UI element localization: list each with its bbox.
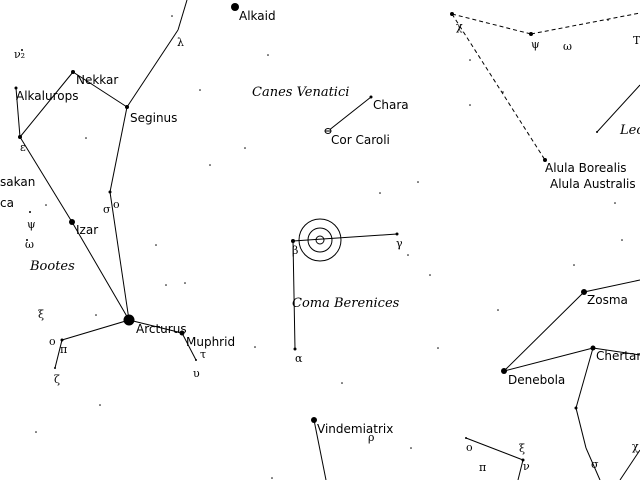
greek-omicron-boo-2: ο: [49, 335, 56, 348]
star-gamma-com: [395, 232, 399, 236]
label-alkaid: Alkaid: [239, 9, 276, 23]
label-nekkar: Nekkar: [76, 73, 118, 87]
ursa-major-lines: [451, 12, 640, 161]
greek-rho-vir: ρ: [368, 431, 374, 444]
star-omega-boo: [26, 239, 28, 241]
star-nu2-boo: [21, 49, 23, 51]
star-epsilon-boo: [18, 135, 22, 139]
star-chi-uma: [450, 12, 454, 16]
greek-lambda: λ: [177, 36, 184, 49]
greek-psi-boo: ψ: [27, 218, 36, 231]
star-leo-a: [574, 406, 578, 410]
label-arcturus: Arcturus: [136, 322, 187, 336]
greek-upsilon-boo: υ: [193, 367, 200, 380]
label-vindemiatrix: Vindemiatrix: [317, 422, 393, 436]
star-zosma: [581, 289, 587, 295]
star-muphrid: [179, 330, 185, 336]
faint-stars: [35, 15, 623, 479]
label-coma-berenices: Coma Berenices: [292, 296, 400, 311]
label-cor-caroli: Cor Caroli: [331, 133, 390, 147]
star-arcturus: [123, 314, 135, 326]
bootes-lines: [15, 0, 197, 369]
star-izar: [69, 219, 75, 225]
greek-omicron-boo: ο: [113, 198, 120, 211]
greek-omicron-bottom: ο: [466, 441, 473, 454]
star-bottom-b: [521, 458, 525, 462]
star-alula: [543, 158, 547, 162]
greek-tau-boo: τ: [200, 348, 206, 361]
greek-xi-bottom: ξ: [519, 442, 525, 455]
star-alkalurops: [14, 86, 18, 90]
greek-alpha-com: α: [295, 352, 303, 365]
label-seginus: Seginus: [130, 111, 177, 125]
greek-pi-boo: π: [60, 343, 67, 356]
greek-pi-bottom: π: [479, 461, 486, 474]
label-denebola: Denebola: [508, 373, 565, 387]
label-chara: Chara: [373, 98, 409, 112]
label-bootes: Bootes: [29, 259, 75, 274]
star-psi-uma: [529, 32, 533, 36]
greek-xi-boo: ξ: [38, 308, 44, 321]
greek-nu2: ν₂: [14, 48, 25, 61]
star-denebola: [501, 368, 507, 374]
label-alula-australis: Alula Australis: [550, 177, 636, 191]
star-psi-boo: [29, 211, 31, 213]
greek-omega-boo: ω: [25, 238, 34, 251]
star-alkaid: [231, 3, 239, 11]
greek-chi-leo: χ: [632, 440, 639, 453]
greek-beta-com: β: [292, 244, 298, 257]
greek-epsilon: ε: [20, 141, 26, 154]
label-muphrid: Muphrid: [186, 335, 235, 349]
greek-sigma-leo: σ: [591, 458, 599, 471]
greek-T: T: [633, 34, 640, 47]
star-seginus: [125, 105, 129, 109]
star-nekkar: [71, 70, 75, 74]
cor-caroli-marker: [324, 128, 332, 134]
canes-venatici-line: [327, 96, 372, 132]
star-bottom-a: [465, 437, 467, 439]
greek-psi-uma: ψ: [531, 38, 540, 51]
star-alpha-com: [293, 347, 297, 351]
star-leo-b: [596, 131, 598, 133]
star-vindemiatrix: [311, 417, 317, 423]
leo-lines: [503, 84, 640, 480]
star-zeta-boo: [54, 367, 56, 369]
bottom-lines: [465, 437, 524, 480]
coma-berenices-lines: [292, 233, 398, 350]
label-zosma: Zosma: [587, 293, 628, 307]
star-beta-com: [291, 239, 295, 243]
greek-nu-bottom: ν: [523, 460, 530, 473]
star-pi-boo: [60, 338, 64, 342]
coma-cluster-marker: [298, 218, 342, 262]
label-alkalurops: Alkalurops: [16, 89, 78, 103]
star-chertan: [590, 345, 596, 351]
stars: [14, 3, 598, 462]
greek-sigma-boo: σ: [103, 203, 111, 216]
virgo-line: [313, 419, 327, 480]
star-sigma-boo: [108, 190, 112, 194]
greek-zeta-boo: ζ: [54, 373, 60, 386]
star-tau-boo: [195, 359, 197, 361]
label-leo: Leo: [619, 123, 640, 138]
label-izar: Izar: [76, 223, 98, 237]
greek-gamma-com: γ: [396, 237, 403, 250]
label-canes-venatici: Canes Venatici: [252, 85, 349, 100]
star-chara: [369, 95, 373, 99]
greek-omega-uma: ω: [563, 40, 572, 53]
label-left-cut-1: sakan: [0, 175, 35, 189]
label-chertan: Chertan: [596, 349, 640, 363]
greek-chi-uma: χ: [456, 20, 463, 33]
label-left-cut-2: ca: [0, 196, 14, 210]
label-alula-borealis: Alula Borealis: [545, 161, 627, 175]
